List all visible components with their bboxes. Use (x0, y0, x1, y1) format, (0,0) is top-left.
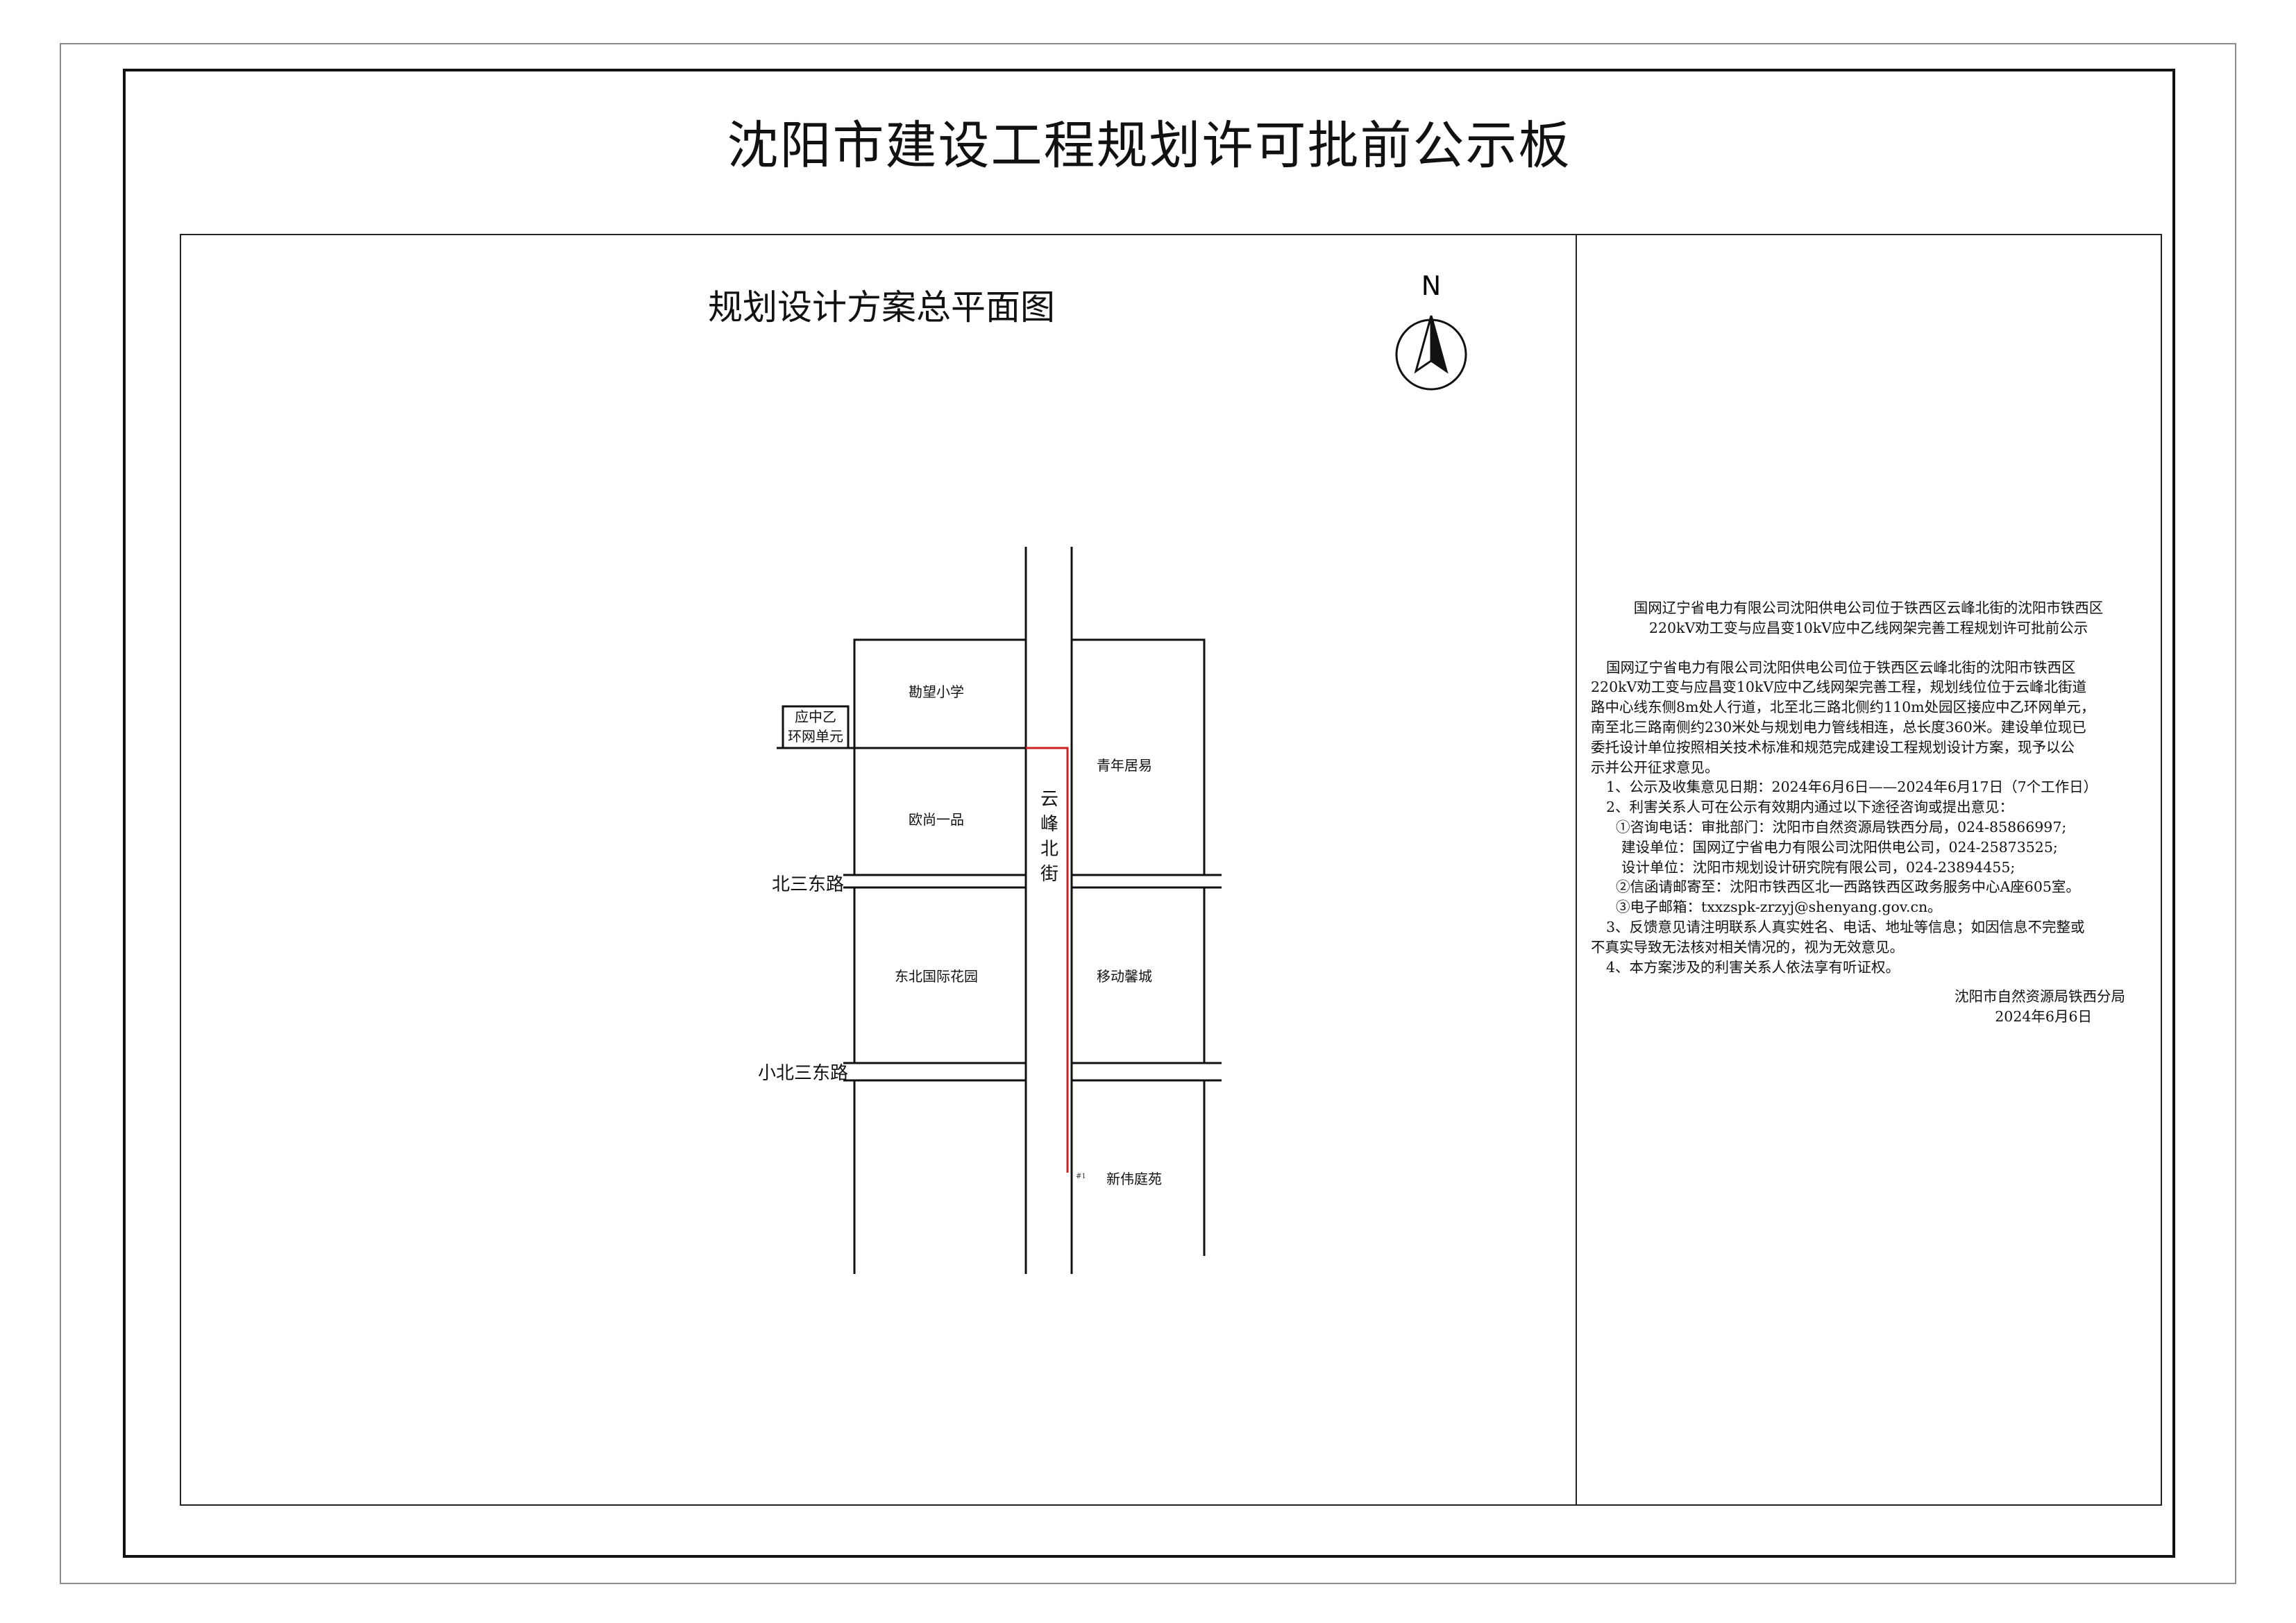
label-youth: 青年居易 (1097, 757, 1152, 774)
label-dongbei-garden: 东北国际花园 (895, 968, 978, 985)
notice-item-2: 2、利害关系人可在公示有效期内通过以下途径咨询或提出意见： (1606, 799, 2014, 816)
ring-unit-box (782, 705, 850, 749)
outer-frame (60, 43, 2236, 1584)
notice-item-3-2: 不真实导致无法核对相关情况的，视为无效意见。 (1591, 938, 1904, 955)
notice-date: 2024年6月6日 (1995, 1008, 2092, 1026)
notice-heading-2: 220kV劝工变与应昌变10kV应中乙线网架完善工程规划许可批前公示 (1648, 619, 2088, 636)
label-school: 勘望小学 (909, 683, 964, 700)
content-panel (180, 234, 2162, 1506)
north-arrow-icon: N (1395, 271, 1467, 391)
notice-body-4: 南至北三路南侧约230米处与规划电力管线相连，总长度360米。建设单位现已 (1591, 718, 2086, 736)
street-char-3: 北 (1040, 839, 1058, 860)
planned-route-line (1026, 747, 1069, 1173)
notice-item-2a: ①咨询电话：审批部门：沈阳市自然资源局铁西分局，024-85866997; (1616, 818, 2067, 835)
label-road-xiaobei3: 小北三东路 (758, 1063, 848, 1084)
notice-item-2d: ②信函请邮寄至：沈阳市铁西区北一西路铁西区政务服务中心A座605室。 (1616, 878, 2080, 896)
street-char-4: 街 (1040, 864, 1058, 885)
notice-item-2e: ③电子邮箱：txxzspk-zrzyj@shenyang.gov.cn。 (1616, 899, 1942, 916)
board-frame (123, 69, 2175, 1558)
notice-item-4: 4、本方案涉及的利害关系人依法享有听证权。 (1606, 958, 1900, 976)
page-title: 沈阳市建设工程规划许可批前公示板 (727, 116, 1571, 176)
notice-heading-1: 国网辽宁省电力有限公司沈阳供电公司位于铁西区云峰北街的沈阳市铁西区 (1633, 600, 2104, 616)
notice-body-1: 国网辽宁省电力有限公司沈阳供电公司位于铁西区云峰北街的沈阳市铁西区 (1606, 658, 2076, 676)
label-oushang: 欧尚一品 (909, 811, 964, 828)
label-ring-unit-1: 应中乙 (795, 708, 836, 725)
label-road-bei3: 北三东路 (772, 874, 844, 895)
notice-body-3: 路中心线东侧8m处人行道，北至北三路北侧约110m处园区接应中乙环网单元， (1591, 699, 2095, 716)
notice-item-3-1: 3、反馈意见请注明联系人真实姓名、电话、地址等信息；如因信息不完整或 (1606, 918, 2085, 935)
label-ring-unit-2: 环网单元 (788, 728, 843, 745)
notice-text: 国网辽宁省电力有限公司沈阳供电公司位于铁西区云峰北街的沈阳市铁西区 220kV劝… (1591, 598, 2146, 1027)
street-char-2: 峰 (1040, 814, 1058, 835)
notice-item-2b: 建设单位：国网辽宁省电力有限公司沈阳供电公司，024-25873525; (1621, 838, 2058, 856)
notice-item-1: 1、公示及收集意见日期：2024年6月6日——2024年6月17日（7个工作日） (1606, 779, 2098, 796)
plan-title: 规划设计方案总平面图 (708, 287, 1055, 328)
panel-divider (1576, 234, 1577, 1506)
road-lines (777, 547, 1222, 1274)
street-char-1: 云 (1040, 789, 1058, 810)
notice-item-2c: 设计单位：沈阳市规划设计研究院有限公司，024-23894455; (1621, 858, 2016, 876)
notice-body-5: 委托设计单位按照相关技术标准和规范完成建设工程规划设计方案，现予以公 (1591, 738, 2075, 756)
notice-body-6: 示并公开征求意见。 (1591, 758, 1719, 776)
label-mobile-city: 移动馨城 (1097, 968, 1152, 985)
north-label: N (1421, 271, 1441, 301)
point-mark: #1 (1076, 1173, 1086, 1180)
notice-body-2: 220kV劝工变与应昌变10kV应中乙线网架完善工程，规划线位位于云峰北街道 (1591, 679, 2087, 696)
label-xinwei: 新伟庭苑 (1106, 1171, 1162, 1187)
notice-signature: 沈阳市自然资源局铁西分局 (1955, 988, 2125, 1005)
